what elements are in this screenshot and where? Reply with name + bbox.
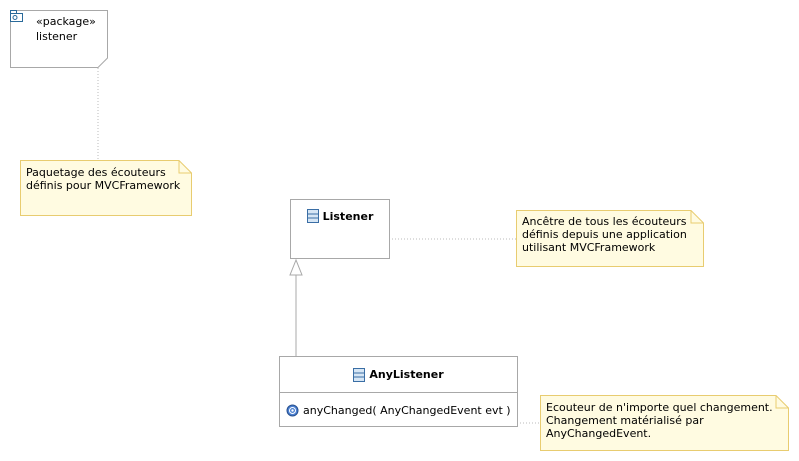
- note-listener-text: Ancêtre de tous les écouteurs définis de…: [522, 215, 687, 254]
- class-listener-name: Listener: [322, 209, 374, 223]
- package-stereotype: «package»: [36, 15, 96, 28]
- note-package[interactable]: Paquetage des écouteurs définis pour MVC…: [20, 160, 192, 216]
- generalization-arrowhead: [289, 258, 303, 276]
- class-anylistener-header: AnyListener: [280, 357, 517, 392]
- class-anylistener-name: AnyListener: [369, 368, 444, 381]
- note-anylistener-text: Ecouteur de n'importe quel changement. C…: [546, 401, 773, 440]
- operation-row[interactable]: anyChanged( AnyChangedEvent evt ): [280, 399, 517, 421]
- package-name: listener: [36, 30, 78, 43]
- note-shape: [516, 210, 704, 267]
- class-anylistener-separator: [280, 392, 517, 393]
- package-label: «package» listener: [36, 14, 96, 44]
- note-package-text: Paquetage des écouteurs définis pour MVC…: [26, 166, 181, 192]
- public-operation-icon: [286, 404, 299, 416]
- note-listener[interactable]: Ancêtre de tous les écouteurs définis de…: [516, 210, 704, 267]
- class-listener-header: Listener: [291, 200, 389, 232]
- package-listener[interactable]: «package» listener: [10, 10, 108, 68]
- package-shape: [10, 10, 108, 68]
- note-shape: [540, 395, 789, 451]
- note-shape: [20, 160, 192, 216]
- class-icon: [353, 367, 366, 382]
- operation-signature: anyChanged( AnyChangedEvent evt ): [303, 403, 511, 417]
- class-icon: [306, 209, 319, 223]
- class-anylistener[interactable]: AnyListener anyChanged( AnyChangedEvent …: [279, 356, 518, 427]
- note-anylistener[interactable]: Ecouteur de n'importe quel changement. C…: [540, 395, 789, 451]
- class-listener[interactable]: Listener: [290, 199, 390, 259]
- package-icon: [10, 10, 23, 22]
